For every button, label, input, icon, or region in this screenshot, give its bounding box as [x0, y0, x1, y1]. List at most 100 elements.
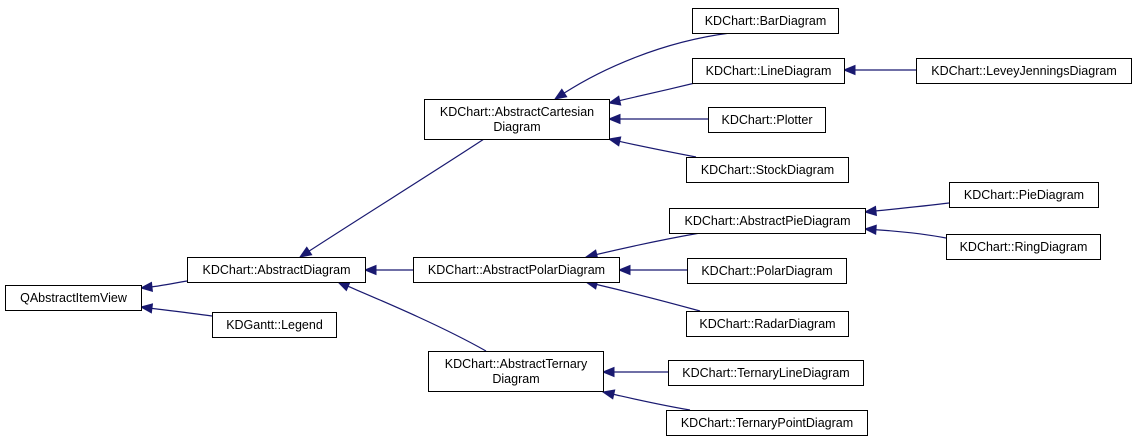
class-node-polardiagram[interactable]: KDChart::PolarDiagram [687, 258, 847, 284]
inheritance-edge [584, 279, 701, 312]
inheritance-edge [601, 389, 691, 411]
inheritance-edge [607, 82, 696, 106]
arrowhead-icon [336, 281, 351, 292]
class-node-box [669, 208, 866, 234]
edge-line [875, 229, 947, 239]
class-node-plotter[interactable]: KDChart::Plotter [708, 107, 826, 133]
edge-line [151, 280, 188, 288]
class-node-ringdiagram[interactable]: KDChart::RingDiagram [946, 234, 1101, 260]
class-node-qabstractitemview[interactable]: QAbstractItemView [5, 285, 142, 311]
class-node-box [212, 312, 337, 338]
class-node-label: KDChart::TernaryLineDiagram [682, 366, 849, 380]
inheritance-edge [617, 264, 687, 276]
class-node-box [692, 8, 839, 34]
edge-line [613, 393, 691, 411]
class-node-label: KDChart::AbstractPieDiagram [684, 214, 850, 228]
class-node-box [686, 311, 849, 337]
class-node-abstractdiagram[interactable]: KDChart::AbstractDiagram [187, 257, 366, 283]
class-node-label: KDChart::LeveyJenningsDiagram [931, 64, 1117, 78]
arrowhead-icon [607, 95, 622, 106]
edge-line [347, 285, 487, 352]
class-node-box [687, 258, 847, 284]
class-node-box [5, 285, 142, 311]
arrowhead-icon [601, 366, 615, 378]
class-node-label: KDChart::AbstractCartesian [440, 105, 594, 119]
inheritance-edge [584, 232, 701, 260]
edge-line [875, 202, 950, 212]
edge-line [596, 232, 701, 256]
class-node-label: KDChart::AbstractPolarDiagram [428, 263, 605, 277]
class-node-label: KDChart::BarDiagram [705, 14, 827, 28]
inheritance-edge [863, 224, 947, 239]
class-node-radardiagram[interactable]: KDChart::RadarDiagram [686, 311, 849, 337]
arrowhead-icon [863, 205, 877, 217]
class-node-box [916, 58, 1132, 84]
class-node-label: KDChart::Plotter [721, 113, 812, 127]
class-node-box [668, 360, 864, 386]
class-node-label: KDChart::LineDiagram [706, 64, 832, 78]
inheritance-edge [336, 281, 487, 352]
class-node-box [946, 234, 1101, 260]
class-node-box [692, 58, 845, 84]
edge-line [596, 283, 701, 312]
class-node-box [686, 157, 849, 183]
nodes-layer: QAbstractItemView KDChart::AbstractDiagra… [5, 8, 1132, 436]
inheritance-edge [607, 113, 709, 125]
class-node-label: KDChart::PolarDiagram [701, 264, 832, 278]
class-node-label: QAbstractItemView [20, 291, 128, 305]
class-node-ternaryline[interactable]: KDChart::TernaryLineDiagram [668, 360, 864, 386]
class-node-stockdiagram[interactable]: KDChart::StockDiagram [686, 157, 849, 183]
class-node-label: KDChart::RingDiagram [960, 240, 1088, 254]
class-node-leveyjennings[interactable]: KDChart::LeveyJenningsDiagram [916, 58, 1132, 84]
inheritance-edge [553, 32, 731, 100]
class-node-bardiagram[interactable]: KDChart::BarDiagram [692, 8, 839, 34]
arrowhead-icon [607, 113, 621, 125]
arrowhead-icon [139, 281, 153, 293]
class-node-ternarypoint[interactable]: KDChart::TernaryPointDiagram [666, 410, 868, 436]
class-node-legend[interactable]: KDGantt::Legend [212, 312, 337, 338]
inheritance-edge [842, 64, 916, 76]
arrowhead-icon [601, 389, 616, 400]
class-node-label: KDChart::RadarDiagram [699, 317, 835, 331]
class-node-label: Diagram [492, 372, 539, 386]
class-node-box [428, 351, 604, 392]
class-node-label: Diagram [493, 120, 540, 134]
inheritance-edge [139, 303, 213, 317]
arrowhead-icon [298, 246, 313, 258]
arrowhead-icon [607, 136, 622, 147]
class-node-box [413, 257, 620, 283]
class-node-label: KDChart::TernaryPointDiagram [681, 416, 853, 430]
class-node-label: KDChart::PieDiagram [964, 188, 1084, 202]
class-node-label: KDChart::StockDiagram [701, 163, 834, 177]
arrowhead-icon [363, 264, 377, 276]
arrowhead-icon [139, 303, 154, 314]
class-node-box [424, 99, 610, 140]
class-node-linediagram[interactable]: KDChart::LineDiagram [692, 58, 845, 84]
class-node-box [708, 107, 826, 133]
edge-line [308, 138, 485, 252]
arrowhead-icon [553, 88, 568, 100]
arrowhead-icon [863, 224, 877, 235]
class-node-label: KDChart::AbstractTernary [445, 357, 588, 371]
class-node-box [949, 182, 1099, 208]
inheritance-edge [139, 280, 188, 293]
inheritance-edge [363, 264, 413, 276]
class-node-label: KDChart::AbstractDiagram [203, 263, 351, 277]
edge-line [151, 307, 213, 317]
class-node-box [187, 257, 366, 283]
class-node-label: KDGantt::Legend [226, 318, 323, 332]
edge-line [619, 140, 697, 158]
class-node-abstractpie[interactable]: KDChart::AbstractPieDiagram [669, 208, 866, 234]
class-node-abstractpolar[interactable]: KDChart::AbstractPolarDiagram [413, 257, 620, 283]
class-node-box [666, 410, 868, 436]
inheritance-edge [601, 366, 668, 378]
edge-line [563, 32, 731, 94]
class-node-piediagram[interactable]: KDChart::PieDiagram [949, 182, 1099, 208]
arrowhead-icon [842, 64, 856, 76]
edge-line [619, 82, 696, 102]
inheritance-edge [607, 136, 697, 158]
inheritance-edge [298, 138, 485, 258]
